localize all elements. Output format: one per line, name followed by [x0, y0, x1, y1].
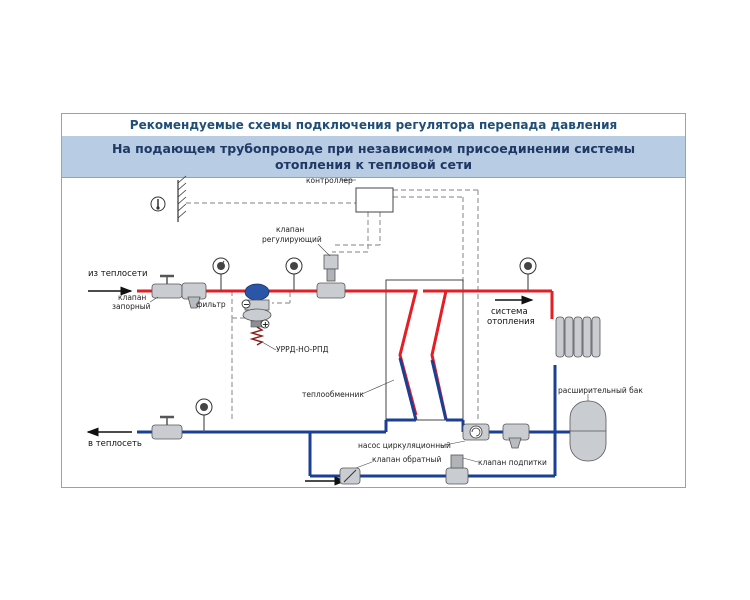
- heat-exchanger-label: теплообменник: [302, 390, 364, 399]
- filter-icon: [502, 423, 530, 449]
- return-pipe-exchanger: [398, 357, 448, 421]
- makeup-valve-icon: [445, 454, 469, 485]
- filter-label: фильтр: [196, 300, 226, 309]
- shutoff-valve-supply-icon: [151, 274, 183, 299]
- regulating-valve-label-line1: клапан: [276, 225, 304, 234]
- expansion-tank-icon: [569, 400, 607, 462]
- subtitle-bar: На подающем трубопроводе при независимом…: [62, 136, 685, 178]
- heating-system-label-line1: система: [491, 307, 528, 317]
- outdoor-temperature-sensor-icon: [150, 196, 166, 212]
- pressure-gauge-icon: [195, 398, 213, 432]
- to-network-label: в теплосеть: [88, 439, 142, 449]
- controller-box: [355, 187, 394, 213]
- page-subtitle: На подающем трубопроводе при независимом…: [111, 140, 636, 172]
- makeup-valve-label: клапан подпитки: [478, 458, 547, 467]
- heat-exchanger-frame: [385, 279, 464, 421]
- heating-system-label-line2: отопления: [487, 317, 535, 327]
- regulator-label: УРРД-НО-РПД: [276, 345, 329, 354]
- regulating-valve-label-line2: регулирующий: [262, 235, 322, 244]
- check-valve-icon: [339, 467, 361, 485]
- radiator-icon: [555, 316, 601, 358]
- expansion-tank-label: расширительный бак: [558, 386, 643, 395]
- minus-sign: −: [243, 300, 250, 309]
- wall-hatch: [177, 175, 187, 222]
- circulation-pump-icon: [462, 423, 490, 441]
- shutoff-valve-label-line2: запорный: [112, 302, 151, 311]
- regulating-valve-icon: [316, 254, 346, 299]
- check-valve-label: клапан обратный: [372, 455, 441, 464]
- pressure-gauge-icon: [519, 257, 537, 291]
- shutoff-valve-label-line1: клапан: [118, 293, 146, 302]
- shutoff-valve-return-icon: [151, 415, 183, 440]
- plus-sign: +: [262, 320, 269, 329]
- page-title: Рекомендуемые схемы подключения регулято…: [129, 118, 618, 132]
- return-pipe-secondary: [446, 365, 580, 434]
- filter-icon: [181, 282, 207, 309]
- controller-label: контроллер: [306, 176, 353, 185]
- circulation-pump-label: насос циркуляционный: [358, 441, 451, 450]
- control-signal-lines: [186, 189, 479, 420]
- pressure-regulator-icon: [241, 283, 272, 346]
- pressure-gauge-icon: [285, 257, 303, 291]
- pressure-gauge-icon: [212, 257, 230, 291]
- from-network-label: из теплосети: [88, 269, 148, 279]
